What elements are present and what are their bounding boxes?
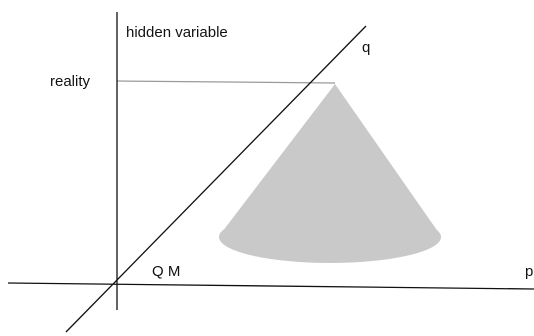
reality-label: reality (50, 73, 91, 90)
qm-label: Q M (152, 263, 180, 280)
cone-base (219, 211, 441, 263)
horizontal-axis (7, 282, 534, 290)
q-axis-line (65, 25, 367, 333)
p-label: p (525, 263, 533, 280)
q-label: q (362, 39, 370, 56)
hidden-variable-label: hidden variable (126, 24, 228, 41)
reality-guide-line (116, 80, 336, 84)
